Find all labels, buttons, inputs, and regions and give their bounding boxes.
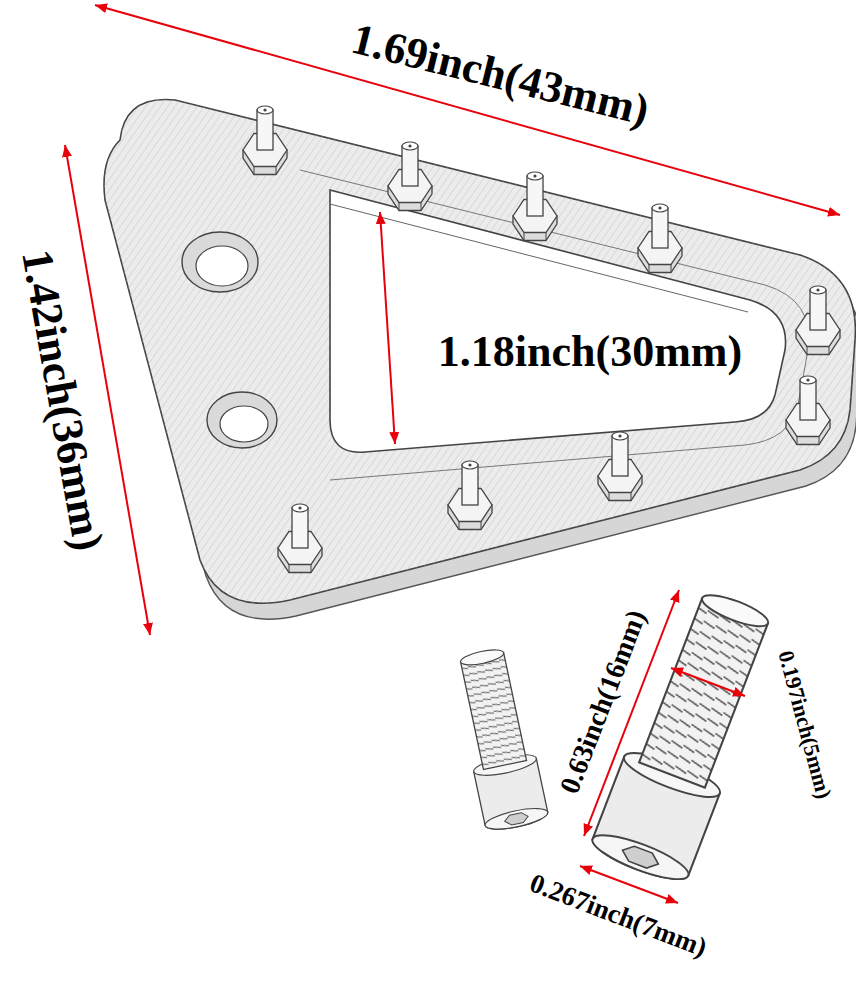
traction-pin: [243, 106, 840, 573]
dimension-label: 0.197inch(5mm): [773, 645, 837, 806]
mounting-hole: [182, 232, 277, 448]
dimension-label: 0.267inch(7mm): [522, 867, 714, 963]
dimension-label: 1.69inch(43mm): [343, 15, 657, 135]
pedal-body: [104, 100, 856, 620]
cap-screw: [450, 583, 787, 887]
dimension-label: 1.42inch(36mm): [12, 242, 112, 558]
dimension-arrow: [65, 5, 840, 903]
dimension-label: 0.63inch(16mm): [553, 603, 653, 802]
dimension-label: 1.18inch(30mm): [434, 329, 746, 375]
